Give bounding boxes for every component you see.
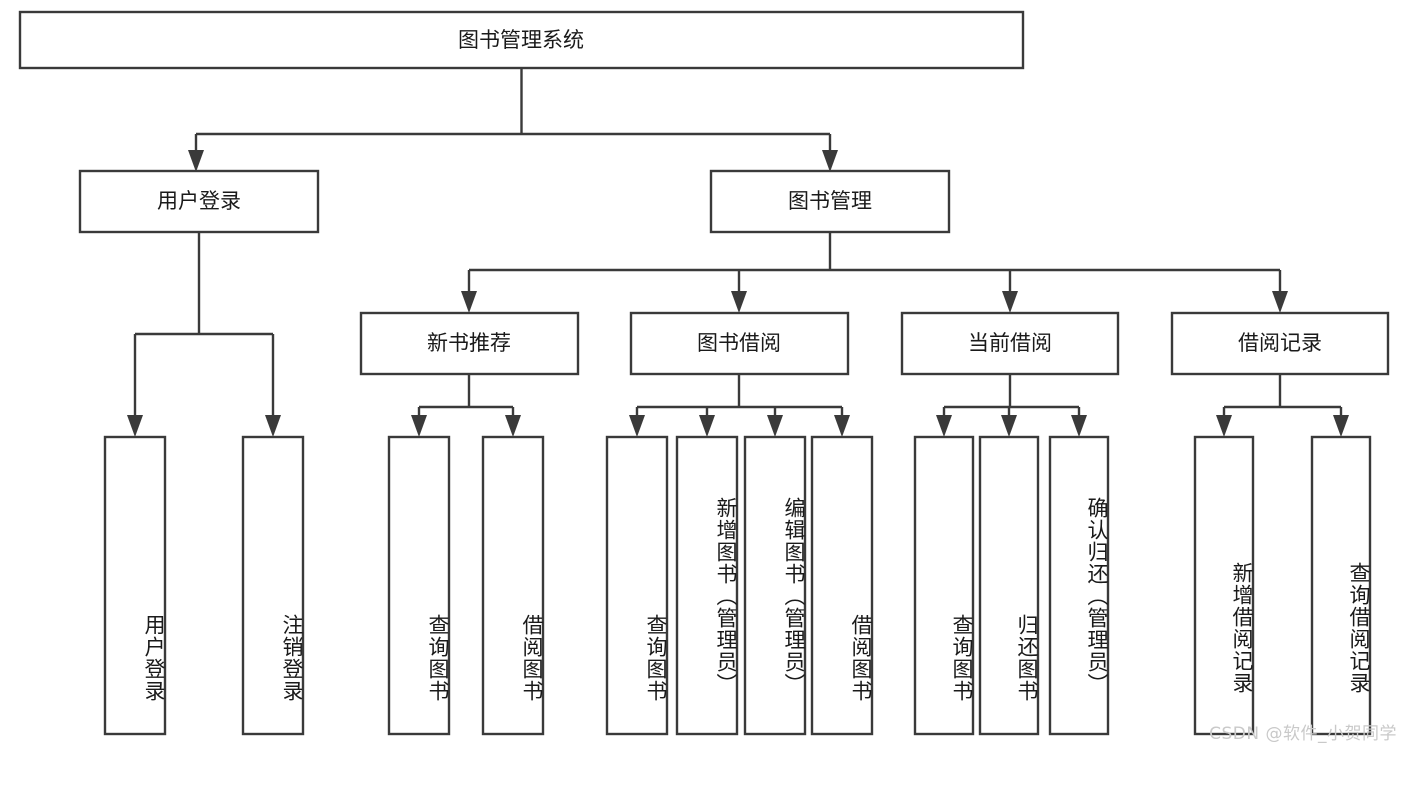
connector-newbookrec-to-leaves bbox=[411, 374, 521, 437]
node-current-borrow-label: 当前借阅 bbox=[968, 331, 1052, 355]
arrow-head-icon bbox=[505, 415, 521, 437]
node-leaf-confirm-return-box[interactable] bbox=[1048, 435, 1110, 736]
node-leaf-logout-box[interactable] bbox=[241, 435, 305, 736]
connector-bookborrow-to-leaves bbox=[629, 374, 850, 437]
arrow-head-icon bbox=[1272, 291, 1288, 313]
node-leaf-borrow-book-1-box[interactable] bbox=[481, 435, 545, 736]
node-leaf-add-record-box[interactable] bbox=[1193, 435, 1255, 736]
connector-bookmanage-to-level3 bbox=[461, 232, 1288, 313]
arrow-head-icon bbox=[629, 415, 645, 437]
node-leaf-edit-book-box[interactable] bbox=[743, 435, 807, 736]
node-book-manage-box[interactable] bbox=[709, 169, 951, 234]
arrow-head-icon bbox=[1333, 415, 1349, 437]
node-book-borrow-label: 图书借阅 bbox=[697, 331, 781, 355]
connector-borrowrecord-to-leaves bbox=[1216, 374, 1349, 437]
node-root-label: 图书管理系统 bbox=[458, 28, 584, 52]
node-leaf-query-book-1-box[interactable] bbox=[387, 435, 451, 736]
arrow-head-icon bbox=[1216, 415, 1232, 437]
node-user-login-label: 用户登录 bbox=[157, 189, 241, 213]
arrow-head-icon bbox=[767, 415, 783, 437]
node-leaf-add-book-box[interactable] bbox=[675, 435, 739, 736]
watermark-text: CSDN @软件_小贺同学 bbox=[1209, 724, 1397, 744]
node-current-borrow[interactable]: 当前借阅 bbox=[900, 311, 1120, 376]
node-root-box[interactable] bbox=[18, 10, 1025, 70]
flowchart-diagram: 图书管理系统 用户登录 图书管理 新书推荐 图书借阅 当前借阅 借阅记录 bbox=[18, 10, 1397, 744]
node-borrow-record-label: 借阅记录 bbox=[1238, 331, 1322, 355]
node-book-borrow-box[interactable] bbox=[629, 311, 850, 376]
node-borrow-record-box[interactable] bbox=[1170, 311, 1390, 376]
arrow-head-icon bbox=[699, 415, 715, 437]
arrow-head-icon bbox=[461, 291, 477, 313]
node-leaf-query-book-2-box[interactable] bbox=[605, 435, 669, 736]
node-book-borrow[interactable]: 图书借阅 bbox=[629, 311, 850, 376]
arrow-head-icon bbox=[1001, 415, 1017, 437]
node-leaf-return-book-box[interactable] bbox=[978, 435, 1040, 736]
node-current-borrow-box[interactable] bbox=[900, 311, 1120, 376]
node-leaf-borrow-book-2-box[interactable] bbox=[810, 435, 874, 736]
node-leaf-query-book-3-box[interactable] bbox=[913, 435, 975, 736]
arrow-head-icon bbox=[1002, 291, 1018, 313]
node-leaf-query-record-box[interactable] bbox=[1310, 435, 1372, 736]
arrow-head-icon bbox=[822, 150, 838, 172]
arrow-head-icon bbox=[265, 415, 281, 437]
node-book-manage-label: 图书管理 bbox=[788, 189, 872, 213]
node-user-login[interactable]: 用户登录 bbox=[78, 169, 320, 234]
node-user-login-box[interactable] bbox=[78, 169, 320, 234]
node-leaf-user-login-box[interactable] bbox=[103, 435, 167, 736]
node-new-book-rec[interactable]: 新书推荐 bbox=[359, 311, 580, 376]
diagram-canvas: 图书管理系统 用户登录 图书管理 新书推荐 图书借阅 当前借阅 借阅记录 bbox=[18, 10, 1390, 736]
node-book-manage[interactable]: 图书管理 bbox=[709, 169, 951, 234]
arrow-head-icon bbox=[411, 415, 427, 437]
connector-userlogin-to-leaves bbox=[127, 232, 281, 437]
arrow-head-icon bbox=[834, 415, 850, 437]
connector-root-to-level2 bbox=[188, 68, 838, 172]
arrow-head-icon bbox=[1071, 415, 1087, 437]
arrow-head-icon bbox=[936, 415, 952, 437]
arrow-head-icon bbox=[127, 415, 143, 437]
node-new-book-rec-label: 新书推荐 bbox=[427, 331, 511, 355]
connector-currentborrow-to-leaves bbox=[936, 374, 1087, 437]
node-new-book-rec-box[interactable] bbox=[359, 311, 580, 376]
node-root[interactable]: 图书管理系统 bbox=[18, 10, 1025, 70]
node-borrow-record[interactable]: 借阅记录 bbox=[1170, 311, 1390, 376]
arrow-head-icon bbox=[731, 291, 747, 313]
arrow-head-icon bbox=[188, 150, 204, 172]
